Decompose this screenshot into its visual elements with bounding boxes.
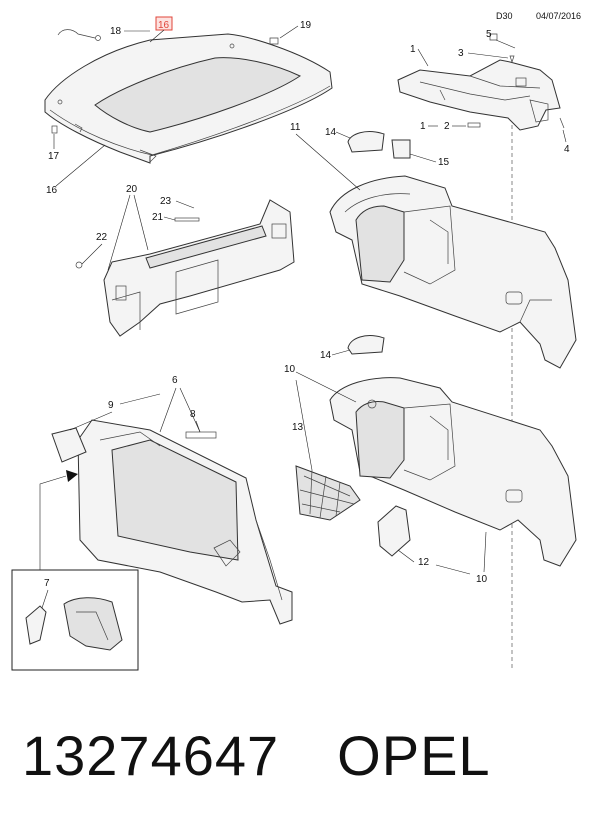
- callout-8[interactable]: 8: [190, 409, 196, 420]
- diagram-date: 04/07/2016: [536, 11, 581, 21]
- clip-3-part: [509, 55, 515, 64]
- callout-1-top[interactable]: 1: [410, 44, 416, 55]
- cover-15-part: [391, 139, 411, 159]
- callout-18[interactable]: 18: [110, 26, 122, 37]
- strip-21-part: [174, 217, 200, 222]
- cover-14-upper-part: [347, 131, 385, 153]
- sill-trim-panel-20-part: [103, 199, 295, 337]
- detail-inset: 7: [11, 569, 139, 671]
- callout-9[interactable]: 9: [108, 400, 114, 411]
- callout-14-lower[interactable]: 14: [320, 350, 332, 361]
- callout-20[interactable]: 20: [126, 184, 138, 195]
- parts-exploded-diagram: D30 04/07/2016 18 16 19 17 16 5 1 3 1: [11, 11, 581, 671]
- clip-5-part: [489, 33, 498, 41]
- callout-2[interactable]: 2: [444, 121, 450, 132]
- callout-11[interactable]: 11: [290, 122, 301, 133]
- callout-10-lower[interactable]: 10: [476, 574, 488, 585]
- callout-7[interactable]: 7: [44, 578, 50, 589]
- callout-5[interactable]: 5: [486, 29, 492, 40]
- clip-22-part: [75, 261, 83, 269]
- clip-19-part: [269, 37, 279, 45]
- side-trim-panel-10-part: [329, 377, 577, 567]
- callout-14-upper[interactable]: 14: [325, 127, 337, 138]
- callout-23[interactable]: 23: [160, 196, 172, 207]
- detail-arrowhead: [66, 470, 78, 482]
- callout-17[interactable]: 17: [48, 151, 60, 162]
- cover-14-lower-part: [347, 335, 385, 355]
- diagram-code: D30: [496, 11, 513, 21]
- strip-8-part: [185, 431, 217, 439]
- callout-3[interactable]: 3: [458, 48, 464, 59]
- screw-4-part: [559, 117, 565, 129]
- cover-12-part: [377, 505, 411, 557]
- callout-1-bottom[interactable]: 1: [420, 121, 426, 132]
- callout-6[interactable]: 6: [172, 375, 178, 386]
- cable-strap-part: [57, 29, 96, 39]
- callout-16[interactable]: 16: [46, 185, 58, 196]
- side-trim-panel-6-part: [77, 419, 293, 625]
- part-number: 13274647: [22, 724, 280, 787]
- cargo-net-13-part: [295, 465, 361, 521]
- brand-name: OPEL: [337, 724, 491, 787]
- clip-17-part: [51, 125, 58, 134]
- callout-10-upper[interactable]: 10: [284, 364, 296, 375]
- bracket-9-part: [51, 427, 87, 463]
- callout-21[interactable]: 21: [152, 212, 164, 223]
- callout-4[interactable]: 4: [564, 144, 570, 155]
- callout-13[interactable]: 13: [292, 422, 304, 433]
- callout-22[interactable]: 22: [96, 232, 108, 243]
- detail-arrow: [39, 475, 67, 570]
- callout-12[interactable]: 12: [418, 557, 430, 568]
- trim-bracket-part: [397, 59, 561, 131]
- luggage-cover-part: [44, 33, 333, 164]
- screw-2-part: [467, 122, 481, 128]
- callout-16-highlighted[interactable]: 16: [158, 20, 170, 31]
- side-trim-panel-11-part: [329, 175, 577, 369]
- footer: 13274647 OPEL: [22, 716, 592, 796]
- callout-15[interactable]: 15: [438, 157, 450, 168]
- callout-19[interactable]: 19: [300, 20, 312, 31]
